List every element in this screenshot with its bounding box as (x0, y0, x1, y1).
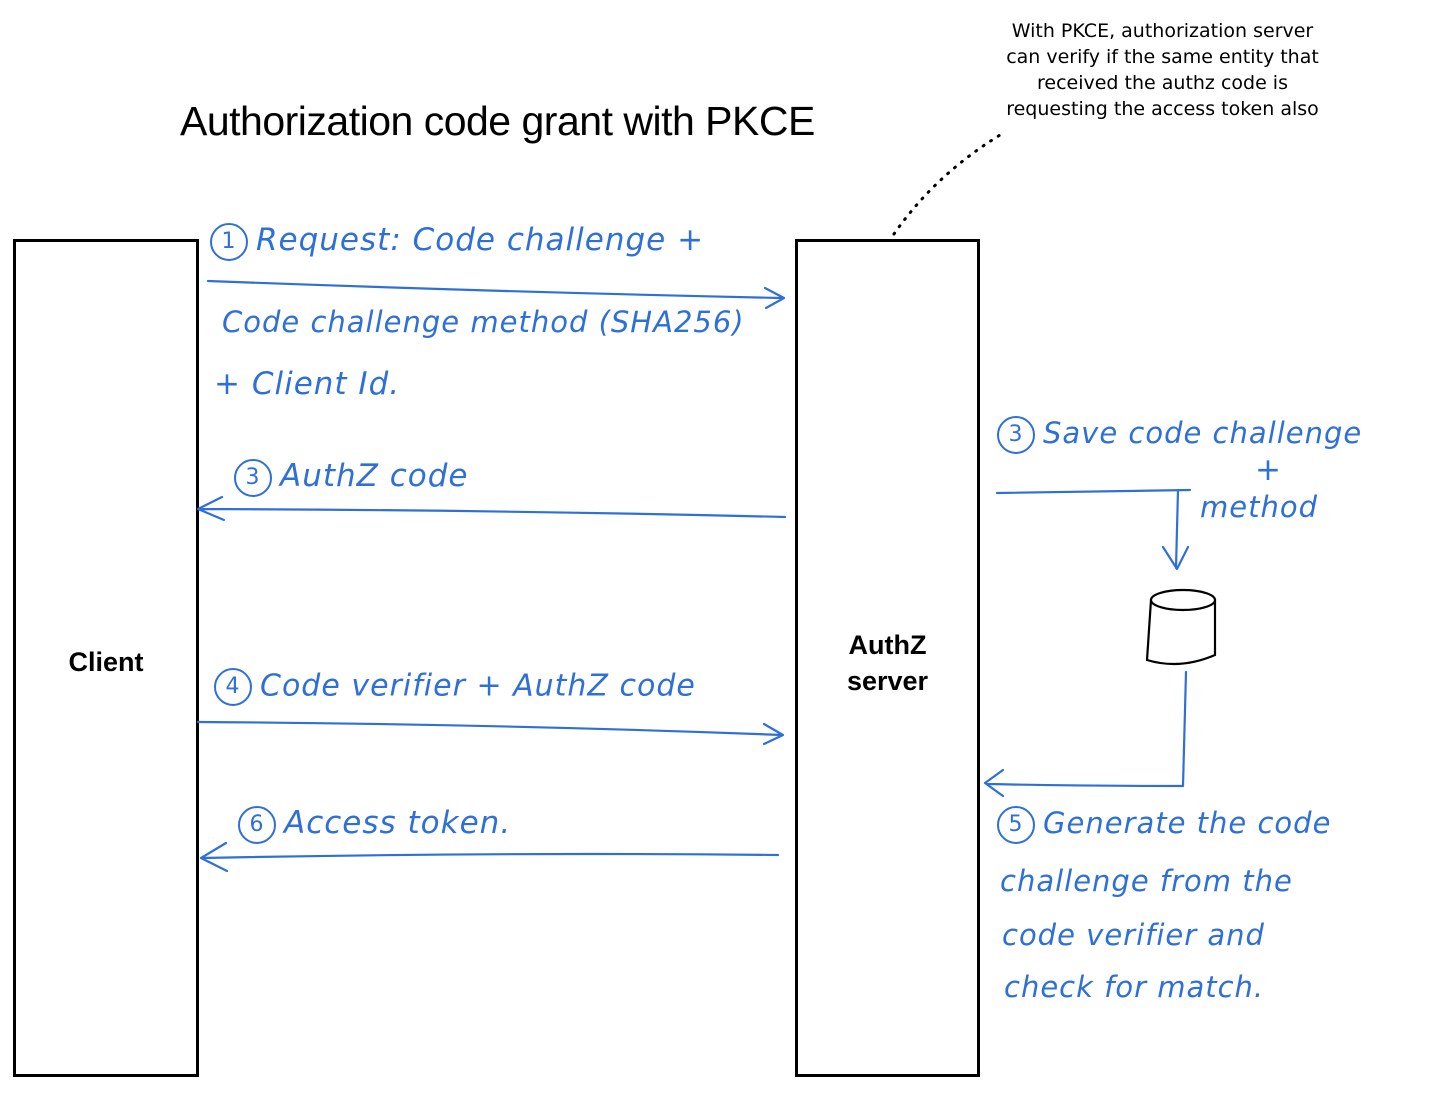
step-text: Save code challenge (1043, 416, 1363, 450)
message-text: Request: Code challenge + (256, 222, 705, 258)
step-text: Generate the code (1043, 806, 1332, 840)
message-text: Code verifier + AuthZ code (260, 668, 696, 704)
step-number: 1 (210, 222, 248, 261)
database-icon (1145, 588, 1217, 666)
server-label-line: AuthZ (848, 630, 927, 660)
note-line: received the authz code is (1037, 72, 1288, 94)
arrow-save-to-db (995, 488, 1192, 571)
step-number: 6 (238, 805, 276, 844)
client-lifeline-box: Client (13, 239, 199, 1077)
server-step-5-line-3: code verifier and (1002, 918, 1265, 952)
client-label: Client (68, 647, 144, 677)
arrow-db-to-server (983, 670, 1188, 798)
authz-server-lifeline-box: AuthZ server (795, 239, 980, 1077)
arrow-authz-code (196, 495, 787, 522)
step-number: 3 (997, 416, 1035, 454)
message-text: Access token. (284, 805, 512, 841)
diagram-title: Authorization code grant with PKCE (180, 98, 815, 144)
note-line: With PKCE, authorization server (1011, 20, 1314, 42)
authz-server-label: AuthZ server (798, 627, 977, 699)
server-step-5-line-2: challenge from the (1000, 864, 1293, 898)
server-step-3-line-2: + (1255, 452, 1282, 488)
arrow-verifier (196, 720, 785, 746)
step-number: 5 (997, 806, 1035, 844)
note-line: can verify if the same entity that (1006, 46, 1319, 68)
pkce-note: With PKCE, authorization server can veri… (985, 18, 1340, 122)
step-number: 3 (234, 458, 272, 497)
step-number: 4 (214, 668, 252, 706)
message-text: AuthZ code (280, 458, 469, 494)
arrow-request (206, 279, 786, 310)
message-1-line-3: + Client Id. (214, 366, 401, 402)
arrow-access-token (199, 841, 780, 873)
pkce-note-connector (892, 133, 1002, 236)
note-line: requesting the access token also (1006, 98, 1319, 120)
server-step-3-line-3: method (1200, 490, 1318, 524)
server-label-line: server (846, 666, 929, 696)
server-step-5-line-4: check for match. (1004, 970, 1265, 1004)
message-1-line-2: Code challenge method (SHA256) (222, 305, 745, 339)
